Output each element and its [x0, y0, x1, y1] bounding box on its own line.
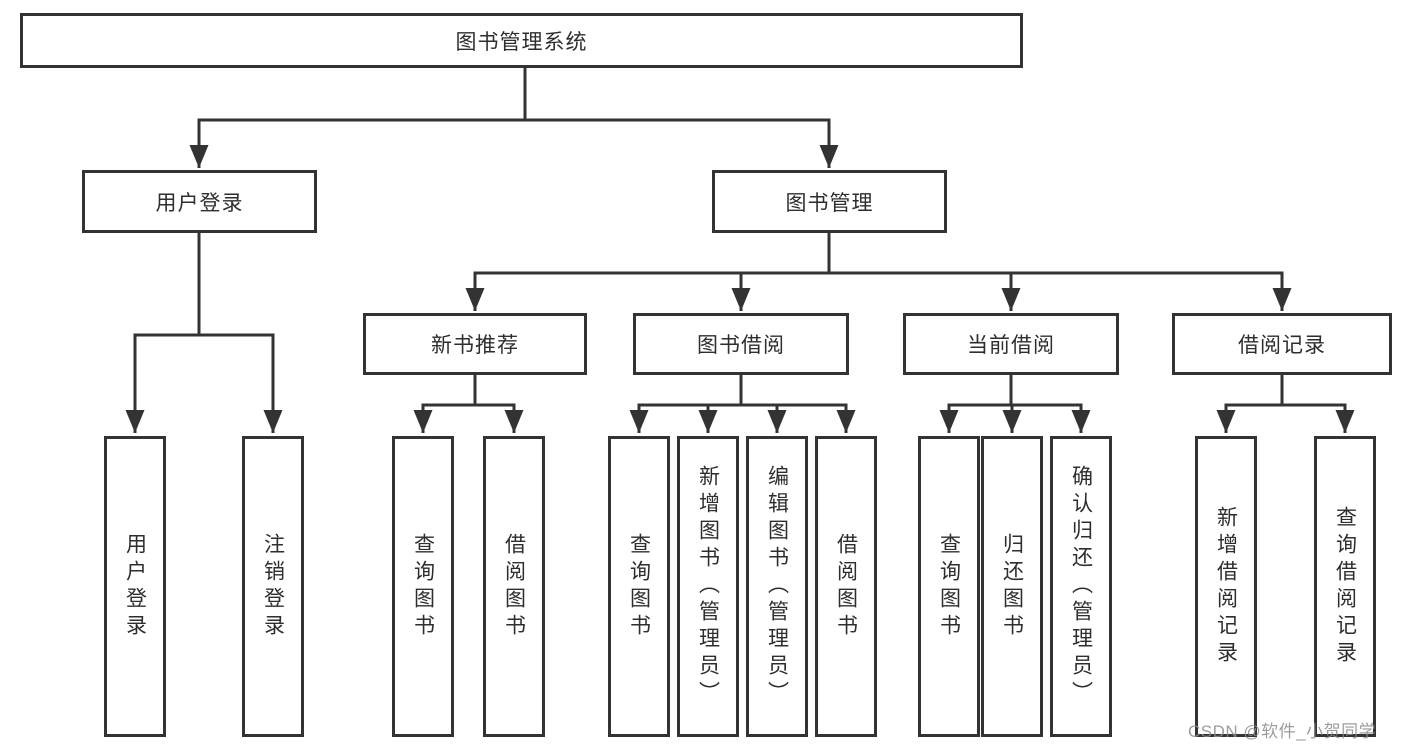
leaf-logout: 注销登录: [242, 436, 304, 737]
leaf-query-books-current-label: 查询图书: [937, 532, 961, 641]
leaf-query-borrow-record: 查询借阅记录: [1314, 436, 1376, 737]
leaf-add-books-admin-label: 新增图书（管理员）: [696, 465, 720, 708]
node-borrowing-records: 借阅记录: [1172, 313, 1392, 375]
leaf-query-borrow-record-label: 查询借阅记录: [1333, 505, 1357, 668]
node-user-login-branch: 用户登录: [82, 170, 317, 233]
leaf-borrow-books-recommend-label: 借阅图书: [502, 532, 526, 641]
leaf-borrow-books-borrowing-label: 借阅图书: [834, 532, 858, 641]
leaf-edit-books-admin: 编辑图书（管理员）: [746, 436, 808, 737]
node-current-borrowing: 当前借阅: [903, 313, 1119, 375]
csdn-watermark: CSDN @软件_小贺同学: [1188, 722, 1377, 741]
node-book-borrowing: 图书借阅: [633, 313, 849, 375]
leaf-return-books-label: 归还图书: [1000, 532, 1024, 641]
leaf-edit-books-admin-label: 编辑图书（管理员）: [765, 465, 789, 708]
leaf-user-login-label: 用户登录: [123, 532, 147, 641]
leaf-confirm-return-admin-label: 确认归还（管理员）: [1069, 465, 1093, 708]
leaf-add-borrow-record-label: 新增借阅记录: [1214, 505, 1238, 668]
leaf-query-books-current: 查询图书: [918, 436, 980, 737]
trunk-lines: [133, 68, 1347, 407]
node-book-management-branch: 图书管理: [712, 170, 947, 233]
leaf-user-login: 用户登录: [104, 436, 166, 737]
leaf-borrow-books-borrowing: 借阅图书: [815, 436, 877, 737]
leaf-add-books-admin: 新增图书（管理员）: [677, 436, 739, 737]
node-new-book-recommendation: 新书推荐: [363, 313, 587, 375]
leaf-query-books-borrowing: 查询图书: [608, 436, 670, 737]
leaf-query-books-borrowing-label: 查询图书: [627, 532, 651, 641]
arrowheads: [125, 120, 1355, 433]
leaf-return-books: 归还图书: [981, 436, 1043, 737]
node-library-management-system: 图书管理系统: [20, 13, 1023, 68]
leaf-borrow-books-recommend: 借阅图书: [483, 436, 545, 737]
leaf-query-books-recommend: 查询图书: [392, 436, 454, 737]
leaf-add-borrow-record: 新增借阅记录: [1195, 436, 1257, 737]
leaf-confirm-return-admin: 确认归还（管理员）: [1050, 436, 1112, 737]
leaf-query-books-recommend-label: 查询图书: [411, 532, 435, 641]
leaf-logout-label: 注销登录: [261, 532, 285, 641]
